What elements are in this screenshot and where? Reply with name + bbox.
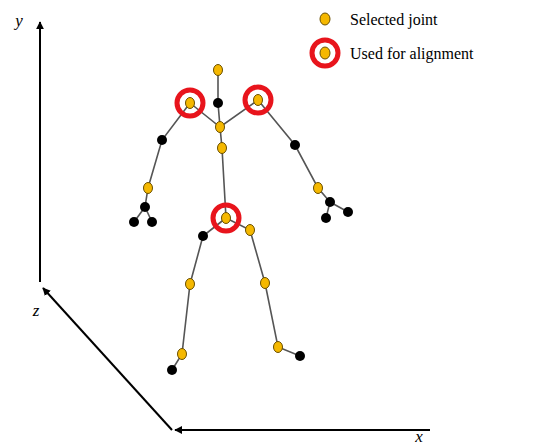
legend-text: Selected joint [350, 11, 438, 28]
black-joints [129, 98, 353, 375]
legend-text: Used for alignment [350, 45, 474, 62]
axis-label: z [33, 301, 40, 320]
legend-text-holder: Selected joint [350, 11, 438, 29]
axes [40, 22, 430, 430]
legend-samples [312, 13, 338, 66]
axis-label: y [15, 11, 23, 30]
legend-text-holder: Used for alignment [350, 45, 474, 63]
alignment-rings [177, 87, 271, 231]
bones [134, 70, 348, 370]
axis-label-holder: x [415, 427, 423, 447]
selected-joints [144, 65, 323, 360]
axis-label-holder: y [15, 11, 23, 31]
axis-label-holder: z [33, 301, 40, 321]
axis-label: x [415, 427, 423, 446]
